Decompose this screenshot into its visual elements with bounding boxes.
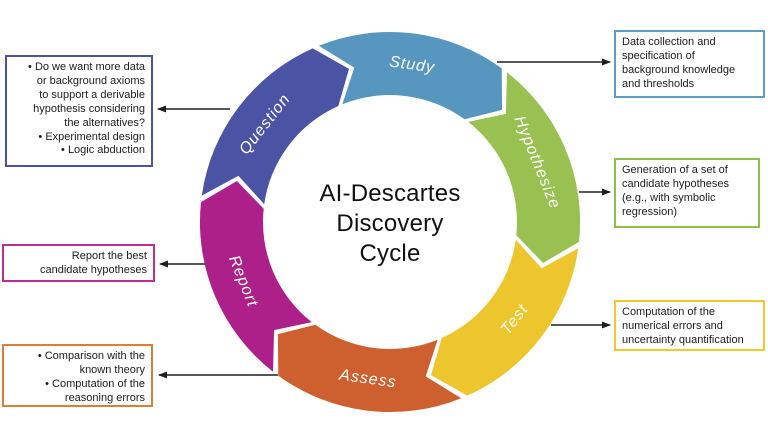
note-line: regression) [622, 205, 678, 218]
segment-label-study: Study [388, 53, 436, 76]
bullet-wrap-line: or background axioms [36, 74, 145, 87]
segment-test [431, 239, 579, 396]
cycle-title-line: Discovery [336, 210, 444, 237]
segment-hypothesize [468, 72, 581, 263]
cycle-title-line: AI-Descartes [319, 180, 461, 207]
bullet-item-line: • Do we want more data [28, 61, 145, 73]
note-line: background knowledge [622, 63, 736, 76]
note-line: specification of [622, 49, 695, 62]
segment-assess [277, 324, 462, 413]
bullet-item-line: • Computation of the [45, 377, 145, 390]
note-line: Data collection and [622, 36, 716, 48]
bullet-item-line: • Comparison with the [37, 350, 145, 362]
note-line: numerical errors and [622, 319, 723, 332]
note-line: Report the best [71, 250, 147, 262]
bullet-item-line: • Logic abduction [61, 144, 145, 157]
segment-report [199, 181, 312, 372]
bullet-wrap-line: the alternatives? [64, 116, 145, 129]
note-line: Generation of a set of [622, 164, 728, 176]
bullet-wrap-line: reasoning errors [64, 391, 145, 404]
segment-question [201, 48, 349, 205]
bullet-item-line: • Experimental design [38, 130, 145, 143]
note-line: Computation of the [622, 306, 715, 318]
bullet-wrap-line: known theory [79, 363, 145, 376]
note-line: (e.g., with symbolic [622, 191, 716, 204]
note-line: and thresholds [622, 77, 695, 90]
note-line: uncertainty quantification [622, 333, 744, 346]
cycle-title-line: Cycle [359, 240, 421, 267]
segment-study [318, 31, 503, 120]
note-line: candidate hypotheses [622, 177, 730, 190]
connector-arrows [157, 58, 611, 379]
bullet-wrap-line: to support a derivable [39, 88, 145, 101]
note-line: candidate hypotheses [39, 263, 147, 276]
bullet-wrap-line: hypothesis considering [33, 102, 145, 115]
